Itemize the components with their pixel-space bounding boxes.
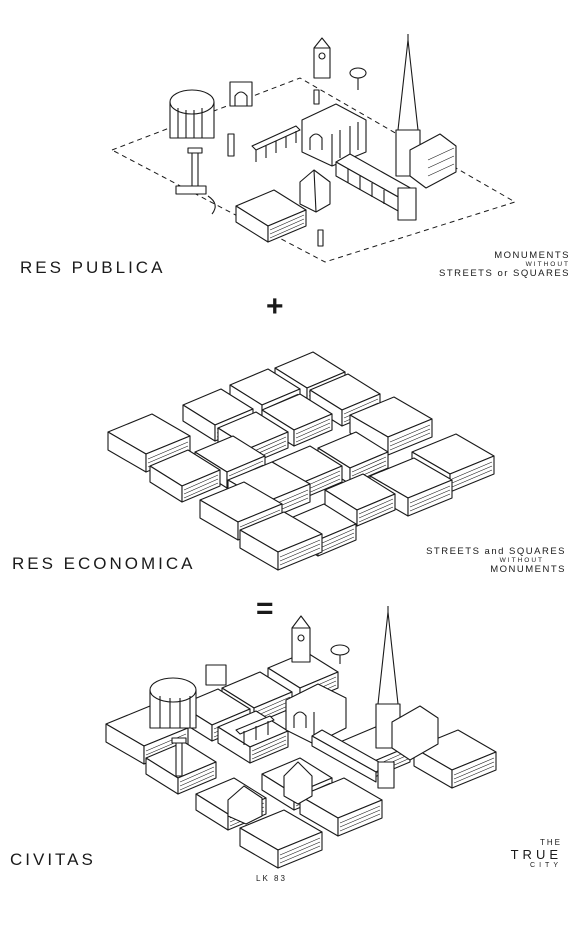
long-arcade bbox=[335, 153, 417, 221]
civitas-note-line2: TRUE bbox=[510, 847, 562, 862]
small-house bbox=[299, 169, 331, 213]
plus-operator: + bbox=[266, 290, 284, 323]
civitas-clock-tower bbox=[291, 615, 311, 663]
signature: LK 83 bbox=[256, 874, 287, 883]
civitas-title: CIVITAS bbox=[10, 850, 96, 869]
civitas-city-drawing bbox=[105, 606, 497, 869]
clock-tower bbox=[313, 37, 331, 79]
civitas-spire-church bbox=[375, 606, 439, 761]
arch-gate bbox=[229, 81, 253, 107]
res-economica-note-line2: WITHOUT bbox=[499, 557, 544, 564]
civitas-note-line3: CITY bbox=[530, 862, 562, 869]
civitas-note: THE TRUE CITY bbox=[482, 838, 562, 869]
basilica bbox=[301, 103, 367, 167]
res-publica-drawing bbox=[110, 34, 517, 263]
res-economica-note-line3: MONUMENTS bbox=[490, 564, 566, 575]
equals-operator: = bbox=[256, 592, 274, 625]
res-publica-note-line1: MONUMENTS bbox=[494, 250, 570, 261]
spire-church bbox=[395, 34, 457, 189]
civitas-round-temple bbox=[149, 677, 197, 729]
civitas-basilica bbox=[285, 683, 347, 745]
res-economica-note-line1: STREETS and SQUARES bbox=[426, 546, 566, 557]
civitas-note-line1: THE bbox=[540, 838, 562, 847]
res-economica-note: STREETS and SQUARES WITHOUT MONUMENTS bbox=[396, 546, 566, 575]
res-economica-drawing bbox=[107, 351, 495, 571]
res-publica-note-line3: STREETS or SQUARES bbox=[439, 268, 570, 279]
res-economica-title: RES ECONOMICA bbox=[12, 554, 196, 573]
round-temple bbox=[169, 89, 215, 139]
tree bbox=[349, 67, 367, 90]
res-publica-note-line2: WITHOUT bbox=[525, 261, 570, 268]
colonnade bbox=[251, 125, 301, 162]
column-monument bbox=[175, 147, 216, 215]
res-publica-note: MONUMENTS WITHOUT STREETS or SQUARES bbox=[410, 250, 570, 279]
res-publica-title: RES PUBLICA bbox=[20, 258, 166, 277]
